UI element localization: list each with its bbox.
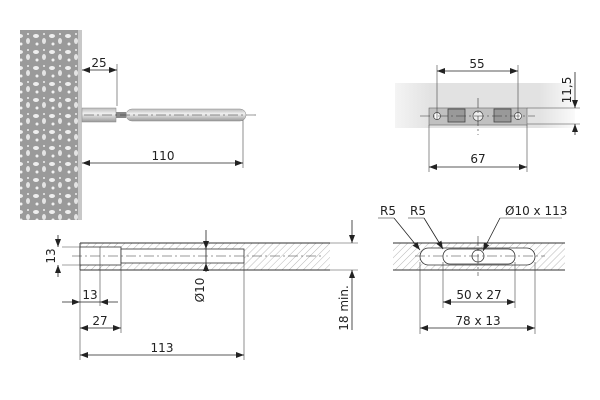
dim-total-depth: 113: [151, 341, 174, 355]
bracket-view: 55 67 11,5: [395, 57, 580, 172]
dim-counterbore-depth: 13: [82, 288, 97, 302]
dim-total-length: 110: [152, 149, 175, 163]
side-view: 25 110: [20, 30, 258, 220]
dim-counterbore-dia: 13: [44, 248, 58, 263]
wall-surface: [78, 30, 82, 220]
dim-bracket-width: 67: [470, 152, 485, 166]
slot-view: R5 R5 Ø10 x 113 50 x 27 78 x 13: [378, 204, 567, 334]
dim-offset: 11,5: [560, 77, 574, 104]
dim-plug-depth: 25: [91, 56, 106, 70]
label-radius-inner: R5: [410, 204, 426, 218]
label-pin-hole: Ø10 x 113: [505, 204, 567, 218]
concrete-wall: [20, 30, 78, 220]
dim-min-thickness: 18 min.: [337, 285, 351, 331]
section-view: 13 13 27 113 Ø10 18 min.: [44, 220, 358, 360]
dim-bore-depth: 27: [92, 314, 107, 328]
dim-outer-slot: 78 x 13: [455, 314, 500, 328]
dim-inner-slot: 50 x 27: [456, 288, 501, 302]
dim-hole-dia: Ø10: [193, 278, 207, 303]
label-radius-outer: R5: [380, 204, 396, 218]
dim-hole-spacing: 55: [469, 57, 484, 71]
